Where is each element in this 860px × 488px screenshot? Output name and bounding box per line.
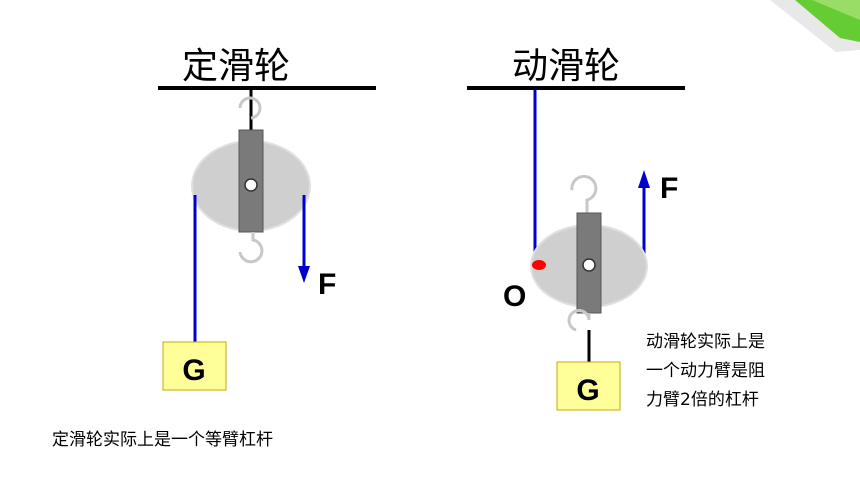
fixed-axle xyxy=(244,178,258,192)
fixed-weight-box xyxy=(162,341,227,391)
movable-weight-label: G xyxy=(576,374,599,407)
movable-axle xyxy=(582,258,596,272)
fixed-pulley-diagram: 定滑轮 F G 定滑轮实际上是一个等臂杠杆 xyxy=(52,46,376,450)
fixed-pulley-title: 定滑轮 xyxy=(182,46,290,87)
fixed-pulley-caption: 定滑轮实际上是一个等臂杠杆 xyxy=(52,430,273,450)
fixed-force-label: F xyxy=(318,268,336,301)
movable-weight-box xyxy=(556,361,621,411)
fixed-weight-label: G xyxy=(182,354,205,387)
movable-caption-line-1: 动滑轮实际上是 xyxy=(646,332,765,352)
corner-decoration xyxy=(770,0,860,52)
movable-caption-line-2: 一个动力臂是阻 xyxy=(646,361,765,381)
fixed-force-arrowhead xyxy=(298,266,310,283)
movable-top-hook xyxy=(570,174,598,213)
movable-force-label: F xyxy=(660,172,678,205)
pivot-label: O xyxy=(503,280,526,313)
movable-bottom-hook xyxy=(567,308,591,332)
fixed-bottom-hook xyxy=(238,232,264,264)
movable-force-arrowhead xyxy=(638,170,650,188)
movable-caption-line-3: 力臂2倍的杠杆 xyxy=(646,390,759,410)
fixed-top-hook xyxy=(238,96,262,120)
movable-pulley-title: 动滑轮 xyxy=(512,46,620,87)
pivot-point xyxy=(532,260,546,270)
movable-pulley-diagram: 动滑轮 F O G 动滑轮实际上是 一个动力臂是阻 力臂2倍的杠杆 xyxy=(467,46,765,411)
